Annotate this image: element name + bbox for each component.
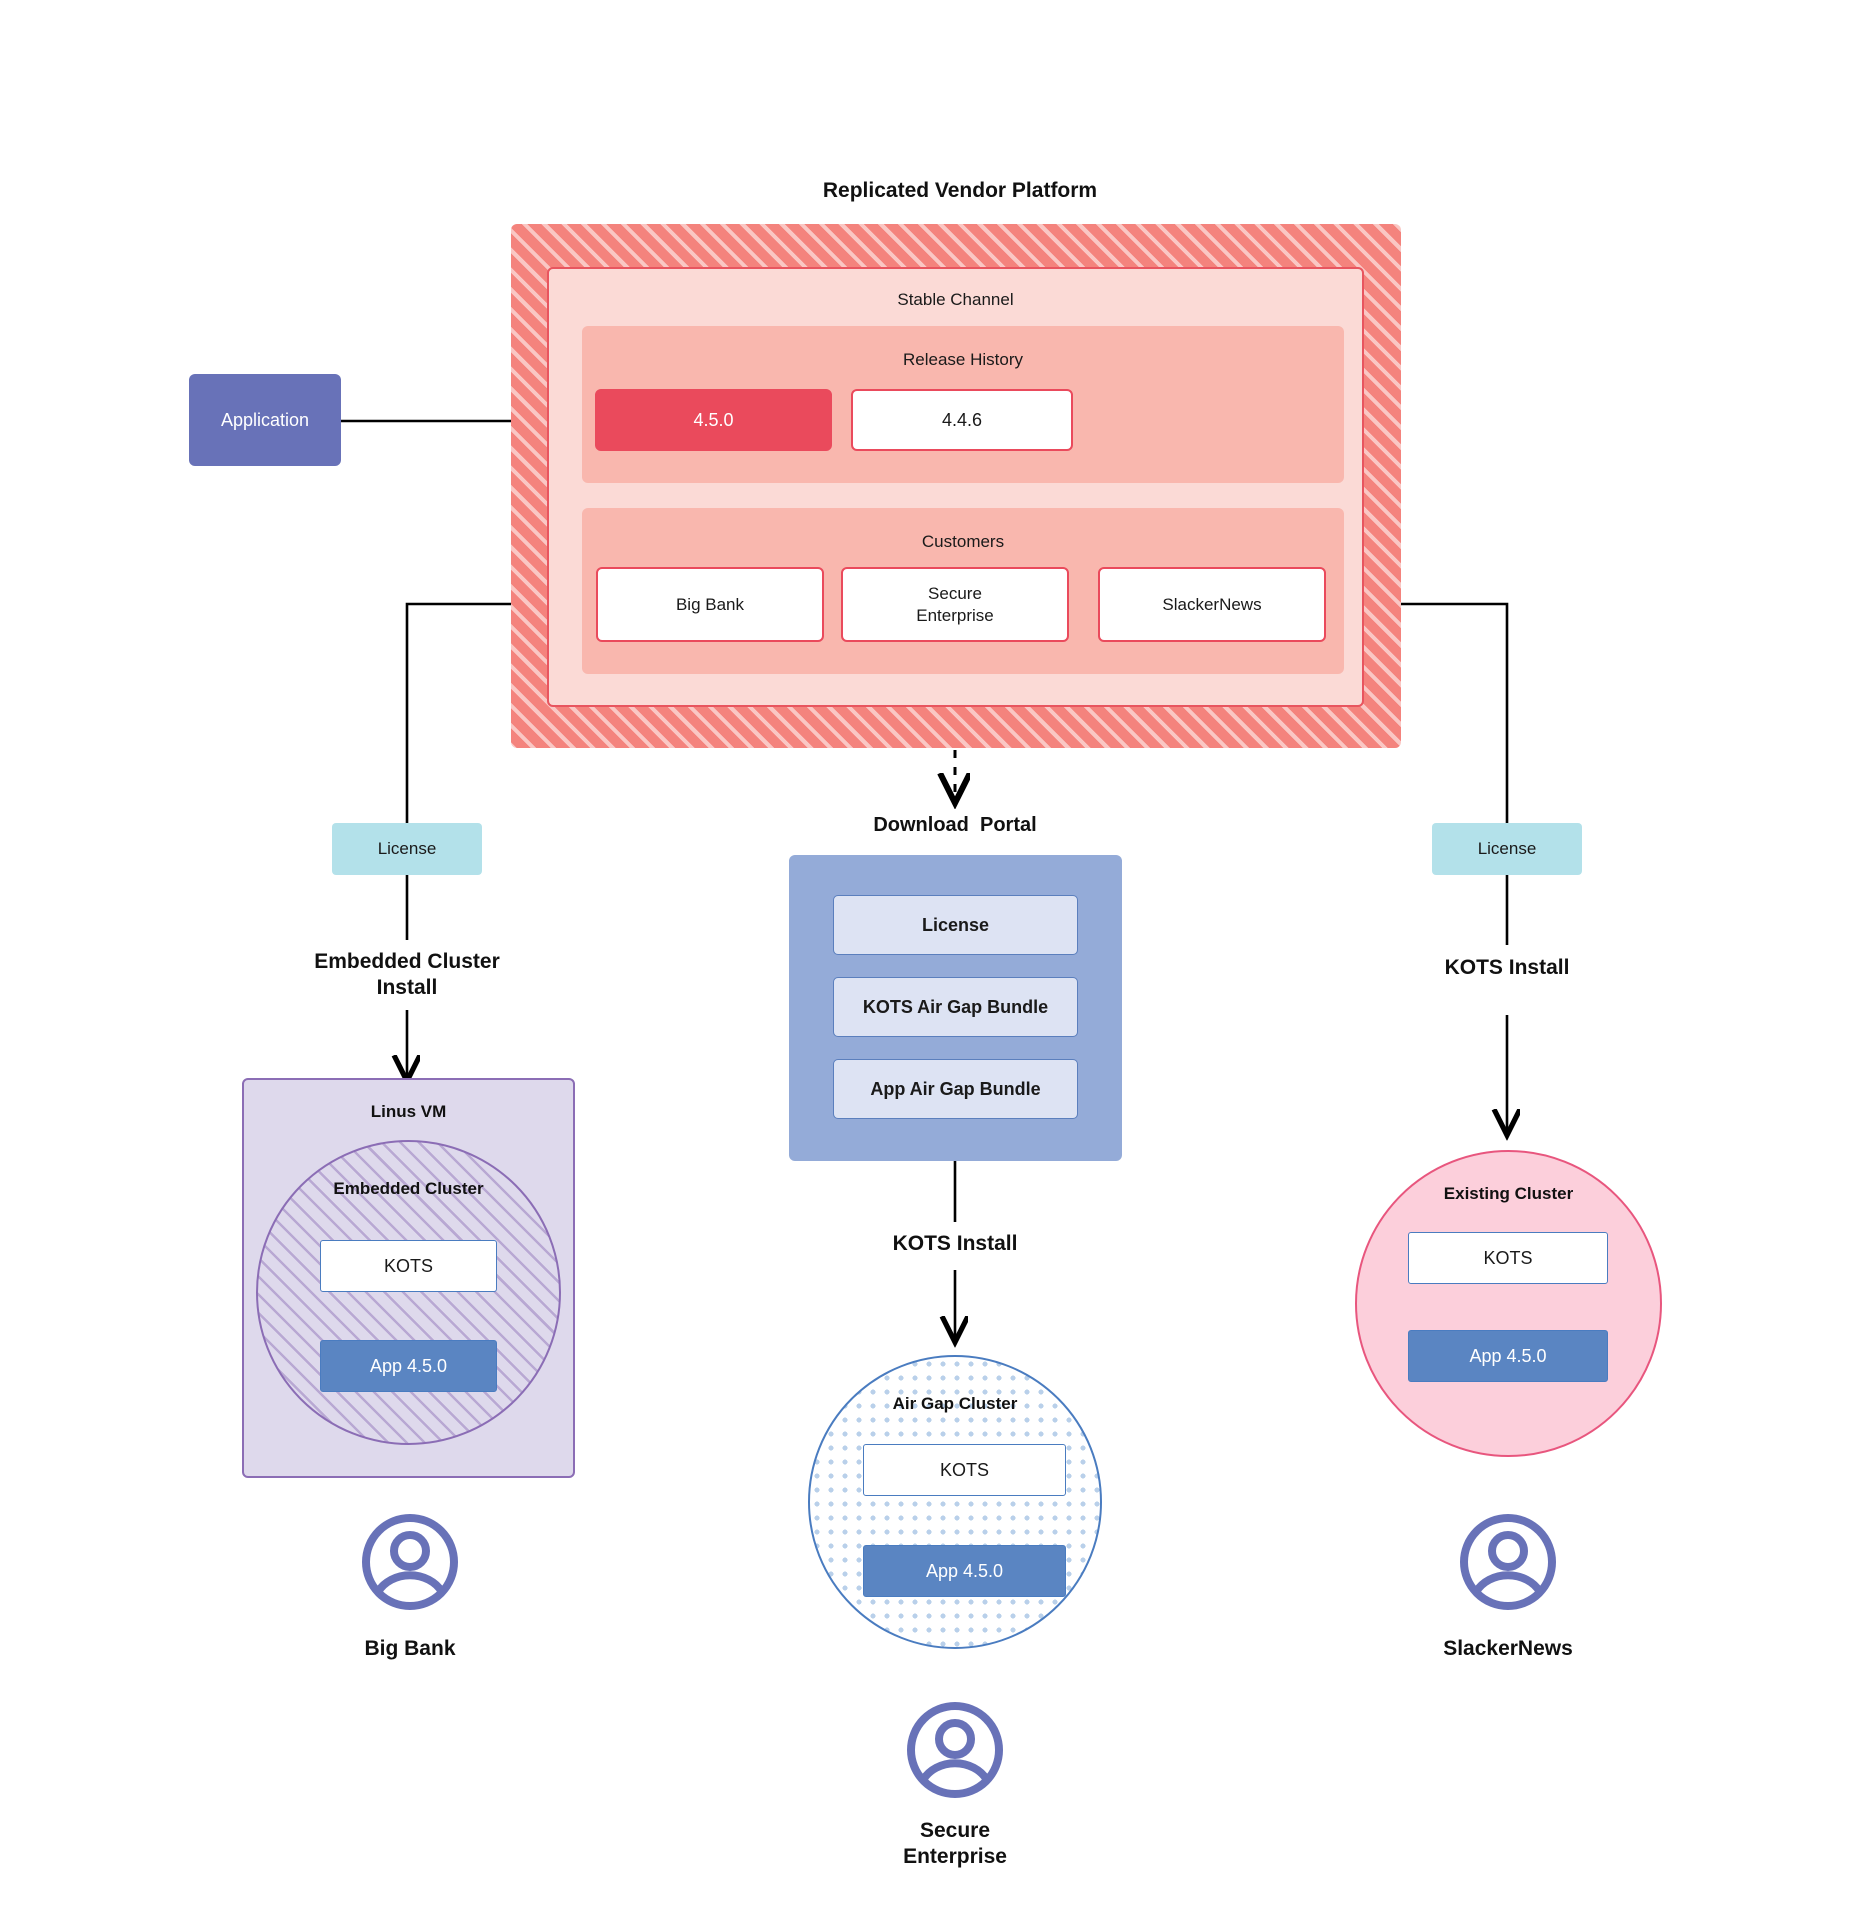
license-chip-right[interactable]: License	[1432, 823, 1582, 875]
kots-box-right[interactable]: KOTS	[1408, 1232, 1608, 1284]
page-title: Replicated Vendor Platform	[822, 178, 1098, 202]
download-portal-title: Download Portal	[873, 813, 1037, 836]
kots-box-middle[interactable]: KOTS	[863, 1444, 1066, 1496]
customer-card-slackernews[interactable]: SlackerNews	[1098, 567, 1326, 642]
air-gap-cluster-label: Air Gap Cluster	[892, 1394, 1018, 1414]
app-version-box-left[interactable]: App 4.5.0	[320, 1340, 497, 1392]
license-chip-left[interactable]: License	[332, 823, 482, 875]
customer-card-secure-enterprise[interactable]: Secure Enterprise	[841, 567, 1069, 642]
stable-channel-label: Stable Channel	[897, 290, 1014, 310]
embedded-cluster-label: Embedded Cluster	[333, 1179, 484, 1199]
linus-vm-label: Linus VM	[370, 1102, 447, 1122]
release-history-label: Release History	[903, 350, 1023, 370]
customer-name-secure-enterprise: Secure Enterprise	[903, 1819, 1007, 1869]
application-box[interactable]: Application	[189, 374, 341, 466]
customer-name-slackernews: SlackerNews	[1443, 1636, 1573, 1660]
avatar-slackernews	[1458, 1512, 1558, 1612]
portal-item-license[interactable]: License	[833, 895, 1078, 955]
kots-install-label-middle: KOTS Install	[892, 1231, 1018, 1255]
kots-install-label-right: KOTS Install	[1444, 955, 1570, 979]
existing-cluster-label: Existing Cluster	[1443, 1184, 1574, 1204]
release-item-4-5-0[interactable]: 4.5.0	[595, 389, 832, 451]
kots-box-left[interactable]: KOTS	[320, 1240, 497, 1292]
air-gap-cluster-circle	[808, 1355, 1102, 1649]
release-item-4-4-6[interactable]: 4.4.6	[851, 389, 1073, 451]
app-version-box-right[interactable]: App 4.5.0	[1408, 1330, 1608, 1382]
portal-item-kots-air-gap-bundle[interactable]: KOTS Air Gap Bundle	[833, 977, 1078, 1037]
avatar-secure-enterprise	[905, 1700, 1005, 1800]
customer-name-big-bank: Big Bank	[364, 1636, 456, 1660]
customers-label: Customers	[921, 532, 1005, 552]
customer-card-big-bank[interactable]: Big Bank	[596, 567, 824, 642]
app-version-box-middle[interactable]: App 4.5.0	[863, 1545, 1066, 1597]
portal-item-app-air-gap-bundle[interactable]: App Air Gap Bundle	[833, 1059, 1078, 1119]
existing-cluster-circle	[1355, 1150, 1662, 1457]
avatar-big-bank	[360, 1512, 460, 1612]
embedded-cluster-install-label: Embedded Cluster Install	[314, 949, 500, 999]
embedded-cluster-circle	[256, 1140, 561, 1445]
